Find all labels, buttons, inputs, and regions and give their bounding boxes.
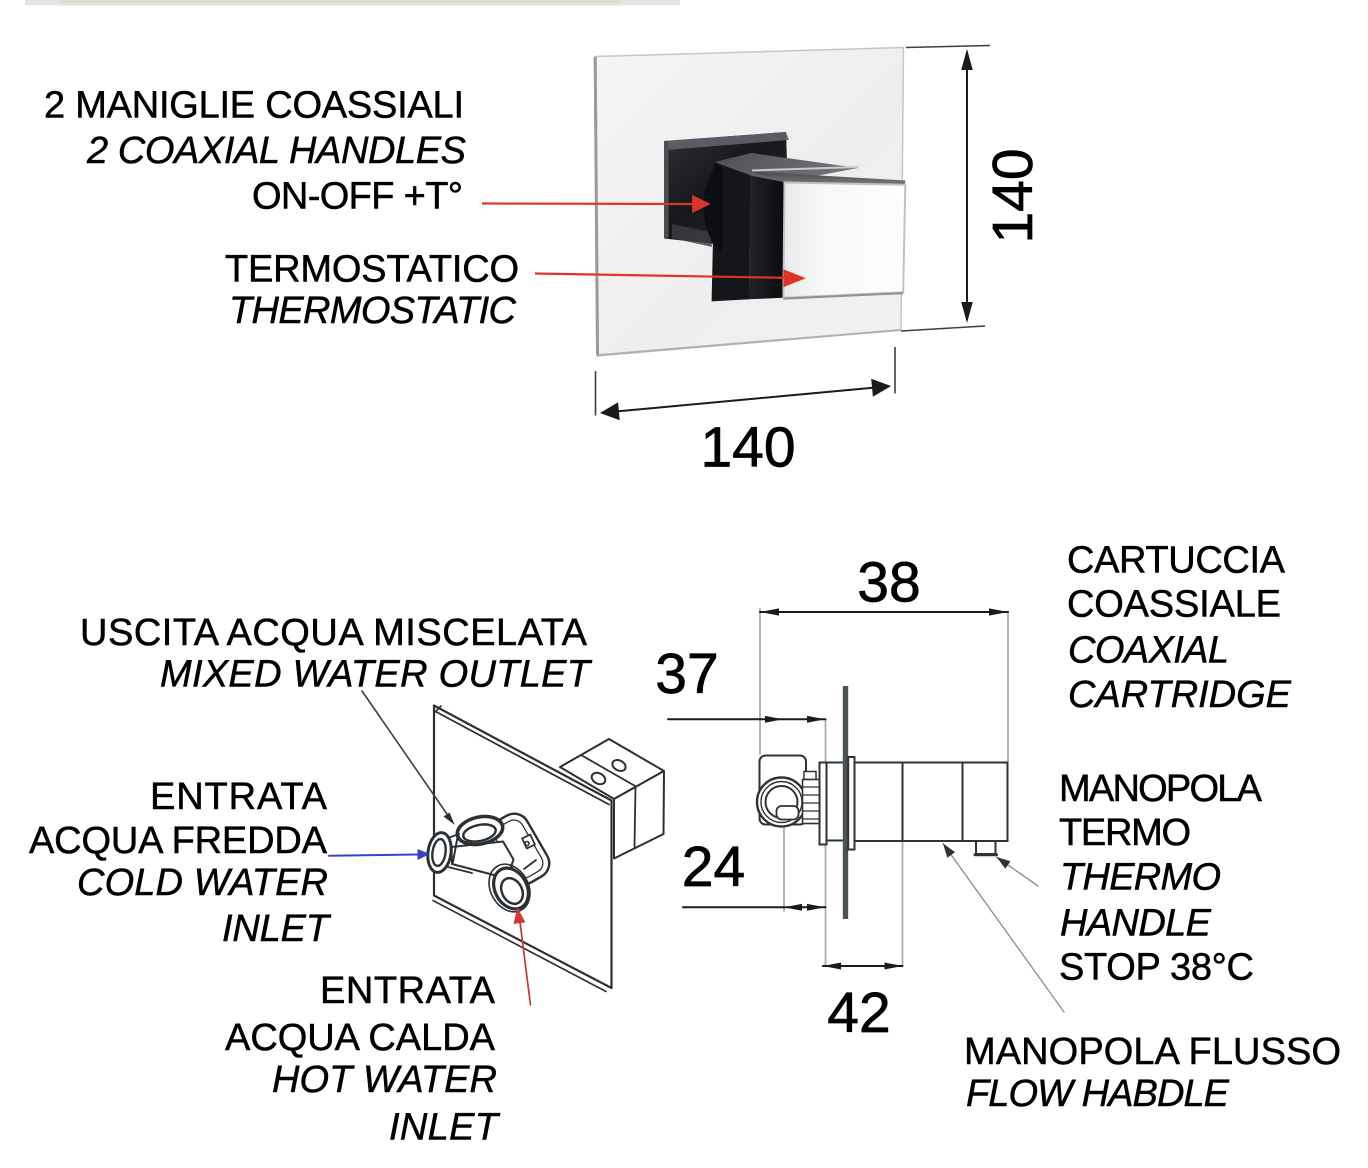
svg-text:MANOPOLA: MANOPOLA (1059, 768, 1263, 810)
svg-text:THERMO: THERMO (1060, 857, 1221, 899)
svg-text:USCITA ACQUA MISCELATA: USCITA ACQUA MISCELATA (80, 612, 588, 654)
svg-text:ENTRATA: ENTRATA (150, 776, 328, 818)
svg-text:24: 24 (682, 835, 745, 899)
svg-text:COASSIALE: COASSIALE (1067, 584, 1281, 626)
svg-text:37: 37 (655, 642, 718, 706)
svg-text:MIXED WATER OUTLET: MIXED WATER OUTLET (160, 654, 593, 696)
svg-text:38: 38 (857, 551, 920, 615)
svg-text:COLD WATER: COLD WATER (77, 862, 328, 904)
svg-text:COAXIAL: COAXIAL (1068, 630, 1229, 672)
svg-text:TERMOSTATICO: TERMOSTATICO (225, 249, 519, 291)
svg-text:ENTRATA: ENTRATA (320, 970, 496, 1012)
svg-text:42: 42 (827, 981, 890, 1045)
svg-text:140: 140 (700, 416, 795, 480)
svg-text:FLOW HABDLE: FLOW HABDLE (966, 1073, 1230, 1115)
svg-text:TERMO: TERMO (1059, 812, 1191, 854)
svg-text:CARTUCCIA: CARTUCCIA (1067, 540, 1286, 582)
svg-text:2 MANIGLIE COASSIALI: 2 MANIGLIE COASSIALI (44, 85, 464, 127)
svg-text:2 COAXIAL HANDLES: 2 COAXIAL HANDLES (86, 130, 466, 172)
svg-text:HOT WATER: HOT WATER (272, 1059, 497, 1101)
svg-text:140: 140 (981, 148, 1045, 243)
svg-text:STOP 38°C: STOP 38°C (1059, 947, 1254, 989)
svg-text:ACQUA FREDDA: ACQUA FREDDA (29, 820, 328, 862)
svg-text:MANOPOLA FLUSSO: MANOPOLA FLUSSO (964, 1031, 1341, 1073)
svg-text:THERMOSTATIC: THERMOSTATIC (229, 290, 517, 332)
svg-text:INLET: INLET (222, 908, 332, 950)
svg-text:HANDLE: HANDLE (1060, 903, 1212, 945)
svg-text:ON-OFF +T°: ON-OFF +T° (252, 176, 463, 218)
svg-text:INLET: INLET (389, 1107, 501, 1149)
svg-text:ACQUA CALDA: ACQUA CALDA (225, 1017, 496, 1059)
svg-text:CARTRIDGE: CARTRIDGE (1068, 674, 1292, 716)
